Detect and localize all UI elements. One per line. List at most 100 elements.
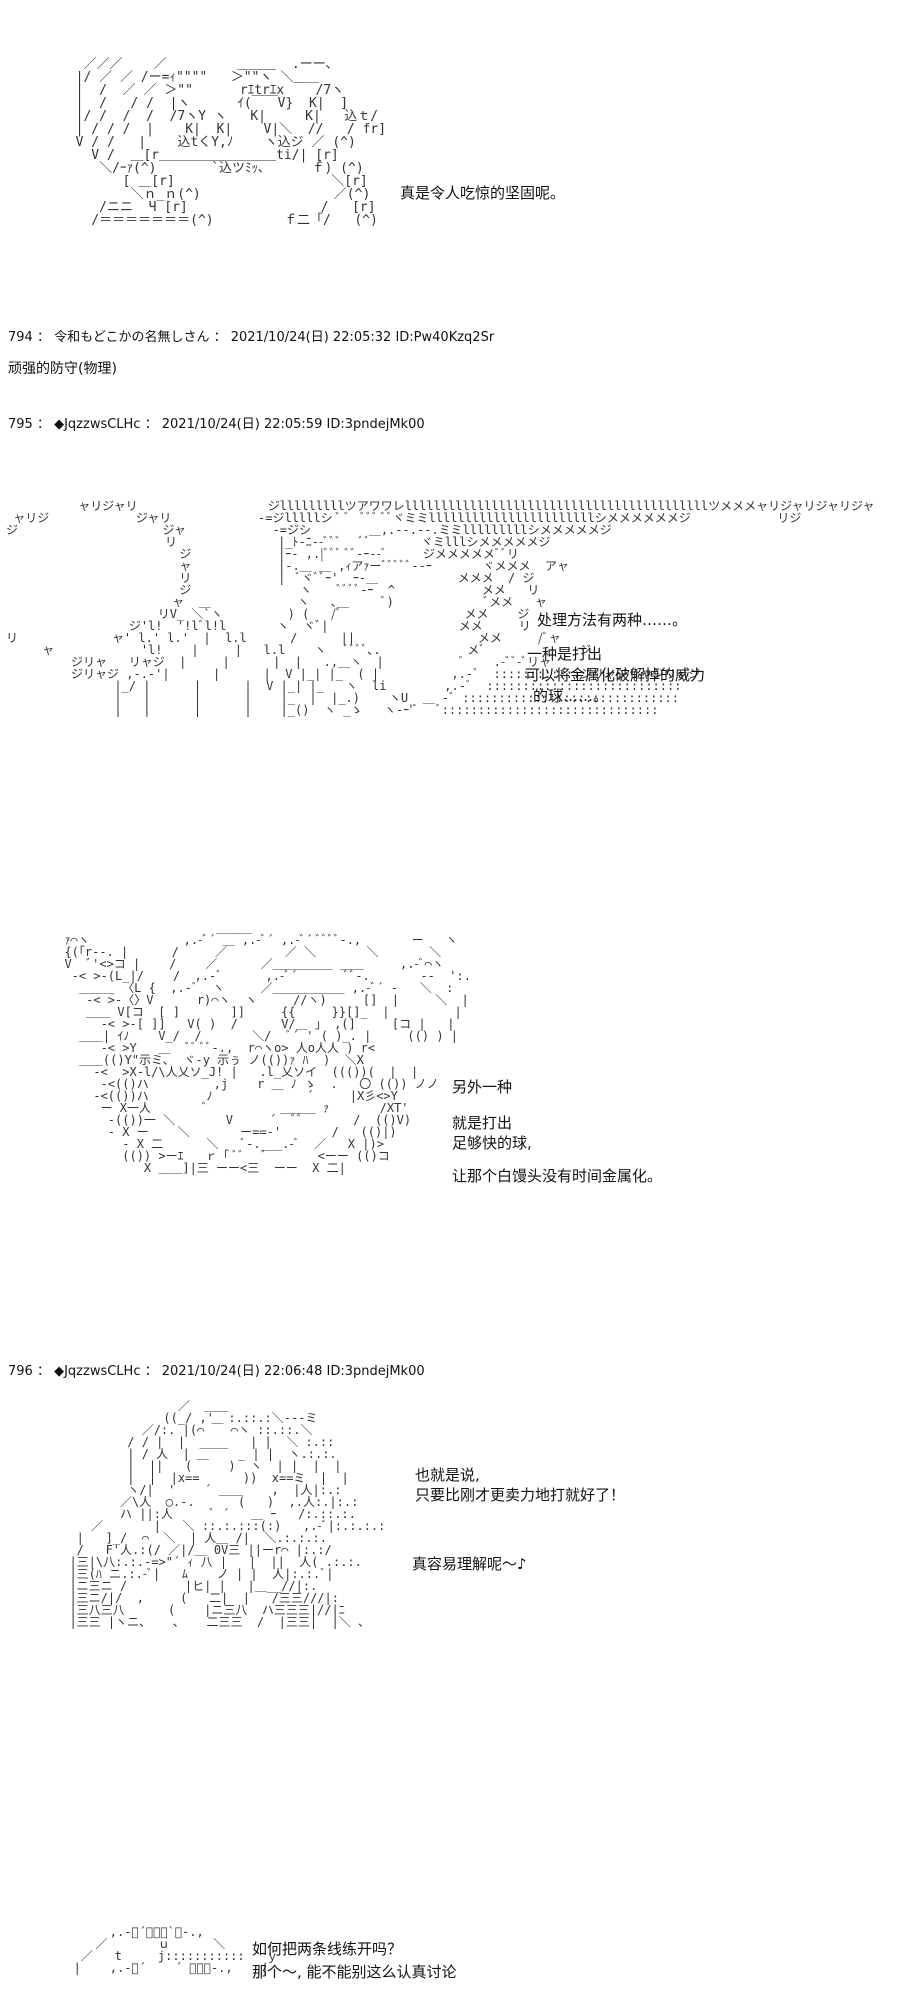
ascii-art-line: ／ ｕ ＼	[52, 1937, 226, 1951]
poster-id[interactable]: ID:Pw40Kzq2Sr	[395, 330, 495, 345]
ascii-art-line: ｧ⌒ヽ ,.-ﾞ´ ＿ ,.-ﾞ´ ,.-ﾞ´ ﾞﾞﾞﾞ-., ー ヽ	[50, 933, 458, 947]
ascii-art-line: リV_ ＼`ヽ ) ( /ﾞ メメ ジ	[6, 607, 530, 621]
ascii-art-line: ((_/ ,' :.::.:＼---ミ	[55, 1411, 318, 1425]
ascii-art-line: |三(ﾊ ニ.:.-ﾞ| ﾑ ノ | | 人|:.:.ﾞ|	[55, 1567, 334, 1581]
ascii-art-line: | ,.-ﾞ´ ´ ﾞﾞﾞ-., |	[52, 1961, 269, 1975]
ascii-art-line: |三|\八:.:.-=>"´ ｨ 八 | | || 人( .:.:.	[55, 1555, 362, 1569]
ascii-art-line: -< >-(L_|/ / ,.-ﾞ ,.-ﾞ´ ﾞﾞ-. -- ':.	[50, 969, 471, 983]
ascii-art-line: ジリャ リャジ | | | | .,＿ヽ | ﾞ .-ﾞﾞ-ﾞリャ	[6, 655, 552, 669]
post-date: 2021/10/24(日) 22:06:48	[161, 1364, 323, 1379]
ascii-art-line: -<(()ハ ,j r ＿ ﾉ ゝ . 〇 (()) ノノ	[50, 1077, 439, 1091]
ascii-art-line: ／ | ＼ ::.:.:::(:) ,.-ﾞ|:.:.:.:	[55, 1519, 386, 1533]
ascii-art-line: | / / / | K| K| V|＼ // / fr]	[60, 122, 387, 137]
ascii-art-line: ャリジ ジャリ -=ジlllllシ ﾞ ﾞ ﾞﾞﾞ ﾞﾞヾミミlllllllll…	[6, 511, 802, 525]
ascii-art-line: /＝＝＝＝＝＝＝(^) ｆ二「/ (^)	[60, 213, 378, 228]
dialogue-text: 如何把两条线练开吗？	[252, 1940, 403, 1958]
post-date: 2021/10/24(日) 22:05:32	[230, 330, 392, 345]
dialogue-text: 真容易理解呢～♪	[412, 1555, 527, 1573]
ascii-art-line: (()) >ーｴ ｒ「 ﾞﾞ ﾞ <ーー (()コ	[50, 1149, 390, 1163]
post-number: 794	[8, 330, 33, 345]
ascii-art: ／／／ ／ ＿＿＿ .ーー､ |/ ／ ／ /ー=ｨ"""" ＞""ヽ ＼＿＿ …	[60, 58, 386, 227]
ascii-art-line: X ＿＿]|三 ーー<三 ーー X 二|	[50, 1161, 346, 1175]
separator: ：	[32, 330, 55, 345]
poster-id[interactable]: ID:3pndejMk00	[326, 1364, 425, 1379]
ascii-art-line: ヽ/| ' ´ ＿＿ , |人|:.:	[55, 1483, 342, 1497]
separator: ：	[209, 330, 231, 345]
ascii-art-line: [ ＿[r] ＼[r]	[60, 174, 368, 189]
ascii-art-line: ャリジャリ ジlllllllllツアワワレlllllllllllllllllll…	[6, 499, 875, 513]
ascii-art-line: ＿＿| ｲﾉ V_/ / ＼/ ﾞ´ ' ( )_. | (() ) |	[50, 1029, 459, 1043]
ascii-art-line: -<(())ハ ﾉ ´ |X彡<>Y	[50, 1089, 398, 1103]
ascii-art-line: /ニニ Ч [r] / [r]	[60, 200, 376, 215]
separator: ：	[140, 417, 162, 432]
poster-name[interactable]: ◆JqzzwsCLHc	[54, 417, 141, 432]
dialogue-text: 让那个白馒头没有时间金属化。	[452, 1167, 663, 1185]
ascii-art: ,.-ﾞ´￣￣￣`ﾞ-., ／ ｕ ＼ ／ t j::::::::::: ｙ |…	[52, 1926, 279, 1975]
poster-id[interactable]: ID:3pndejMk00	[326, 417, 425, 432]
dialogue-text: 处理方法有两种……。	[537, 611, 688, 629]
ascii-art-line: ジ ヽ ﾞﾞﾞﾞ-ｰ ^ メメ リ	[6, 583, 540, 597]
ascii-art-line: ジ ジャ -=ジシ ＿,.--.--.ミミlllllllllシメメメメメジ	[6, 523, 612, 537]
ascii-art-line: - X ー ＼ ー==-' / (()|)	[50, 1125, 397, 1139]
ascii-art-line: ／\人 ◯.-. ( ) ,.人:.|:.:	[55, 1495, 359, 1509]
ascii-art-line: ジリャジ ,-.-'| | | V |_| |_ ( | ,.-ﾞ ::::::…	[6, 667, 701, 681]
ascii-art-line: ／/:. |(⌒ ￣ ⌒ヽ ::.::.＼	[55, 1423, 313, 1437]
ascii-art-line: |/ ／ ／ /ー=ｨ"""" ＞""ヽ ＼＿＿	[60, 70, 320, 85]
ascii-art-line: リ ャ' l.' l.' | l.l / || メメ /ﾞャ	[6, 631, 561, 645]
ascii-art-line: ャ 'l! | | l.l ヽ ﾞﾞﾞﾞ､. メﾞ ジ	[6, 643, 592, 657]
ascii-art-line: ＿＿＿ 〈L { ,.-ﾞ ヽ ／＿＿＿＿＿＿ ,.-ﾞ´ - ＼ :	[50, 981, 454, 995]
ascii-art-line: -< >X-l/\人乂ソ_J! | .l_乂ソイ ((())( | |	[50, 1065, 419, 1079]
separator: ：	[32, 1364, 55, 1379]
ascii-art-line: ／／／ ／ ＿＿＿ .ーー､	[60, 57, 333, 72]
post-date: 2021/10/24(日) 22:05:59	[161, 417, 323, 432]
separator: ：	[32, 417, 55, 432]
dialogue-text: 真是令人吃惊的坚固呢。	[400, 184, 566, 202]
ascii-art-line: ＿＿(()Y"示ミ､ ヾ-y 示ぅ ノ(())ｧ ﾊ ) ＼X	[50, 1053, 364, 1067]
ascii-art-line: / F'人.:(/ ／|/＿ 0V三 ||ーr⌒ |:.:/	[55, 1543, 332, 1557]
ascii-art-line: |三八三八 ( |ニ三八 ハ三三三|//|ﾆ	[55, 1603, 345, 1617]
ascii-art-line: | | | | |_ | |_.) ヽU ＿ -ﾞ ::::::::::::::…	[6, 691, 679, 705]
ascii-art: ／ ＿＿ ((_/ ,' :.::.:＼---ミ ／/:. |(⌒ ￣ ⌒ヽ :…	[55, 1400, 385, 1628]
ascii-art-line: ＿＿＿	[50, 921, 253, 935]
ascii-art-line: |ニ三ニ / |ヒ| | |＿__//|:.	[55, 1579, 318, 1593]
ascii-art-line: ジ'l! '!lﾞl!l ヽ ヾﾞ| メメ リ	[6, 619, 531, 633]
ascii-art-line: | / ／ ／ ＞"" rｴtrｴx /7ヽ	[60, 83, 345, 98]
ascii-art: ＿＿＿ ｧ⌒ヽ ,.-ﾞ´ ＿ ,.-ﾞ´ ,.-ﾞ´ ﾞﾞﾞﾞ-., ー ヽ …	[50, 922, 471, 1174]
ascii-art-line: リ |_ﾄ-ﾆ--ﾞﾞﾞ ﾞﾞ ヾミlllシメメメメメジ	[6, 535, 551, 549]
ascii-art-line: |/ / / / /7ヽY ヽ K| K| 込ｔ/	[60, 109, 379, 124]
post-header: 794 ： 令和もどこかの名無しさん ： 2021/10/24(日) 22:05…	[8, 326, 494, 345]
ascii-art-line: -< >-[ ]] V( ) / V/＿ 」 ,(] [コ | |	[50, 1017, 455, 1031]
ascii-art-line: - X 二 ＼ ﾞ-.___.-ﾞ ／ X |)>	[50, 1137, 384, 1151]
ascii-art-line: V / / | 込tくY,ﾉ ヽ込ジ ／ (^)	[60, 135, 356, 150]
ascii-art-line: リ | ﾞヾﾞﾞｰ' ｰ-＿ メメメ / ジ	[6, 571, 535, 585]
dialogue-text: 一种是打出 可以将金属化破解掉的威力 的球……。	[525, 645, 706, 705]
ascii-art-line: V / ＿[r＿＿＿＿＿＿＿＿＿ti/| [r]	[60, 148, 339, 163]
post-body: 顽强的防守(物理)	[8, 361, 117, 377]
ascii-art-line: | / 人 | ＿ _ | | ヽ.:.:.	[55, 1447, 337, 1461]
ascii-art-line: ／ t j::::::::::: ｙ	[52, 1949, 279, 1963]
ascii-art-line: ハ ||:人 ﾞ ´ ＿ ｰ /:.::.:.	[55, 1507, 356, 1521]
ascii-art-line: | / / / |ヽ ｲ(￣￣V} K| ]	[60, 96, 349, 111]
dialogue-text: 另外一种	[452, 1078, 513, 1096]
post-number: 795	[8, 417, 33, 432]
poster-name[interactable]: 令和もどこかの名無しさん	[54, 330, 210, 345]
dialogue-text: 就是打出 足够快的球,	[452, 1114, 532, 1152]
ascii-art-line: -(())一 ＼ V ´ ﾞﾞ / (()V)	[50, 1113, 412, 1127]
ascii-art: ャリジャリ ジlllllllllツアワワレlllllllllllllllllll…	[6, 500, 874, 716]
ascii-art-line: / / | | ____ | | ＼ :.::	[55, 1435, 335, 1449]
post-header: 796 ： ◆JqzzwsCLHc ： 2021/10/24(日) 22:06:…	[8, 1360, 425, 1379]
ascii-art-line: ジ |ｰ- ,.|ﾞﾞﾞ ﾞﾞ-ｰ--ﾞ ジメメメメメﾞﾞリ	[6, 547, 519, 561]
ascii-art-line: {(｢r--. | / ／ ／ ＼ ＼ ＼	[50, 945, 442, 959]
dialogue-text: 也就是说, 只要比刚才更卖力地打就好了！	[415, 1466, 626, 1504]
ascii-art-line: ＼ｎ_ｎ(^) ／(^)	[60, 187, 371, 202]
ascii-art-line: | | | | |_() ヽ _ゝ ヽ-ｰ'ﾞ ﾞ:::::::::::::::…	[6, 703, 659, 717]
ascii-art-line: ＼/ｰｧ(^) `込ツﾐｯ､ ｆ) (^)	[60, 161, 364, 176]
poster-name[interactable]: ◆JqzzwsCLHc	[54, 1364, 141, 1379]
ascii-art-line: ＿＿ V[コ [ ] ]] {{ }}[]_ | |	[50, 1005, 462, 1019]
ascii-art-line: -< >Y ＿ ﾞﾞ ﾞﾞ-., r⌒ヽo> 人o人人 ) r<	[50, 1041, 376, 1055]
post-header: 795 ： ◆JqzzwsCLHc ： 2021/10/24(日) 22:05:…	[8, 413, 425, 432]
ascii-art-line: | || ( ) ヽ | | | |	[55, 1459, 342, 1473]
ascii-art-line: ャ ＿ ヽ ､＿ ﾞ) ﾞメメ ャ	[6, 595, 547, 609]
ascii-art-line: |三ニ/|/ , ( 二| | /三三///|:	[55, 1591, 339, 1605]
ascii-art-line: ー X一人 ﾞ ＿＿＿ ｧ /XT'	[50, 1101, 409, 1115]
